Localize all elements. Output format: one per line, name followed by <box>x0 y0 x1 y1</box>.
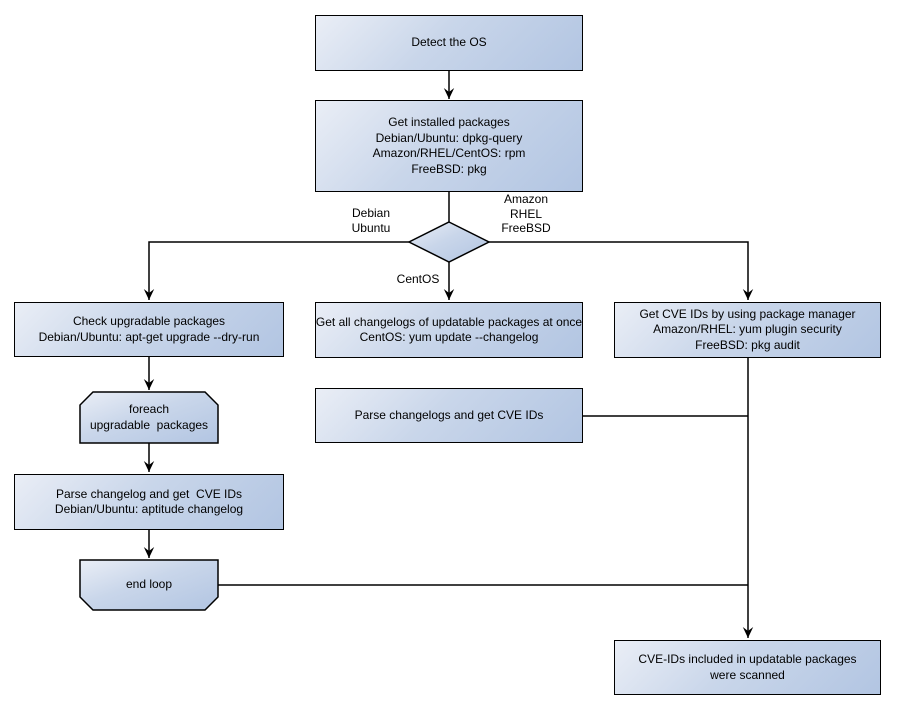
decision-os-diamond <box>407 221 491 263</box>
node-parse-changelogs-centos: Parse changelogs and get CVE IDs <box>315 388 583 443</box>
loop-start-foreach-label: foreach upgradable packages <box>89 402 209 432</box>
edge-label-centos: CentOS <box>396 272 440 286</box>
node-scanned-result: CVE-IDs included in updatable packages w… <box>614 640 881 695</box>
node-detect-os: Detect the OS <box>315 15 583 71</box>
loop-end-label: end loop <box>125 577 173 592</box>
node-get-installed-packages: Get installed packages Debian/Ubuntu: dp… <box>315 100 583 192</box>
node-check-upgradable-packages: Check upgradable packages Debian/Ubuntu:… <box>14 302 284 357</box>
loop-end-shape <box>79 559 219 611</box>
edge-label-amazon-rhel-freebsd: Amazon RHEL FreeBSD <box>501 192 551 235</box>
connector-decision-to-amazon-branch <box>489 241 754 300</box>
node-get-all-changelogs: Get all changelogs of updatable packages… <box>315 302 583 358</box>
loop-start-shape <box>79 391 219 444</box>
node-get-cve-ids-package-manager: Get CVE IDs by using package manager Ama… <box>614 302 881 358</box>
edge-label-debian-ubuntu: Debian Ubuntu <box>351 206 391 235</box>
connector-decision-to-debian-branch <box>143 241 409 300</box>
node-parse-changelog-debian: Parse changelog and get CVE IDs Debian/U… <box>14 474 284 530</box>
